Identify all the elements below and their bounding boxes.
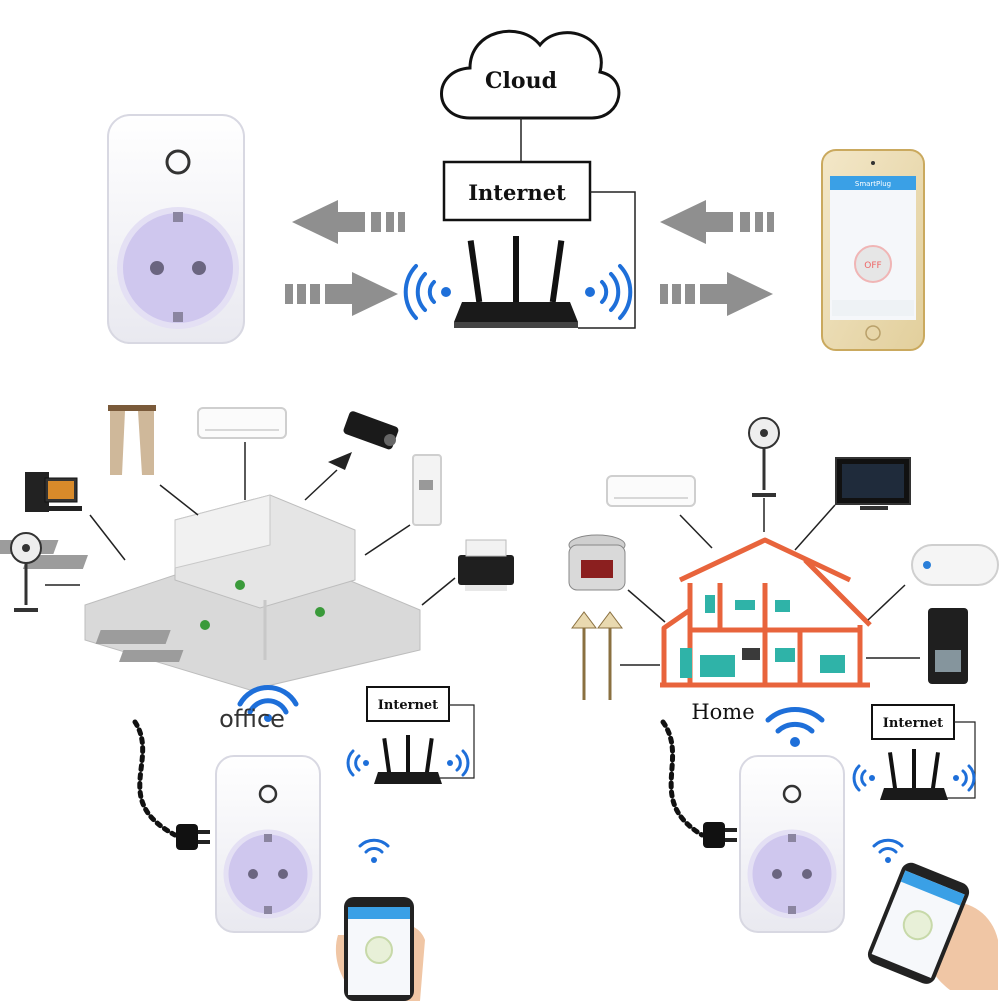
- internet-router-connector: [578, 191, 636, 329]
- water-dispenser-icon: [412, 454, 442, 526]
- wifi-home-plug-icon: [872, 838, 904, 863]
- smartphone-icon: [821, 149, 925, 351]
- pc-computer-icon: [25, 472, 82, 512]
- phone-off-button: OFF: [864, 261, 881, 271]
- router-icon: [454, 236, 578, 328]
- arrow-to-phone-icon: [660, 272, 773, 316]
- floor-lamp-icon: [571, 611, 623, 700]
- home-connector-lines: [620, 498, 920, 666]
- fan-office-icon: [10, 532, 42, 612]
- cloud-icon: [440, 29, 621, 120]
- cloud-label: Cloud: [485, 68, 557, 94]
- office-internet-connector: [440, 704, 475, 779]
- wifi-home-router-right-icon: [953, 764, 976, 792]
- internet-box-office: [366, 686, 450, 722]
- wifi-office-router-right-icon: [447, 749, 470, 777]
- internet-box: [442, 160, 592, 222]
- wifi-signal-left-icon: [403, 264, 451, 320]
- security-camera-icon: [328, 411, 399, 470]
- home-internet-connector: [946, 721, 976, 799]
- house-illustration: [660, 537, 872, 688]
- hand-phone-home-icon: [867, 862, 998, 990]
- wifi-signal-right-icon: [585, 264, 633, 320]
- air-conditioner-office-icon: [197, 407, 287, 439]
- wifi-office-icon: [237, 685, 299, 722]
- power-plug-home-icon: [703, 822, 737, 848]
- power-plug-office-icon: [176, 824, 210, 850]
- internet-label: Internet: [468, 180, 566, 205]
- phone-app-title: SmartPlug: [855, 180, 891, 188]
- wifi-office-plug-icon: [358, 838, 390, 863]
- router-office-icon: [374, 735, 442, 784]
- smart-plug-large-icon: [107, 114, 245, 344]
- wifi-home-icon: [765, 707, 825, 747]
- wifi-home-router-left-icon: [852, 764, 875, 792]
- water-heater-icon: [911, 544, 999, 586]
- internet-box-home: [871, 704, 955, 740]
- router-home-icon: [880, 749, 948, 800]
- office-label: office: [219, 705, 285, 733]
- power-cord-office-icon: [132, 719, 178, 838]
- smart-plug-office-icon: [215, 755, 321, 933]
- internet-office-label: Internet: [378, 698, 438, 713]
- hand-phone-office-icon: [335, 897, 425, 1001]
- home-label: Home: [691, 700, 754, 724]
- house-furniture: [680, 595, 845, 678]
- arrow-to-plug-icon: [292, 200, 405, 244]
- arrow-to-router-left-icon: [285, 272, 398, 316]
- internet-home-label: Internet: [883, 716, 943, 731]
- printer-icon: [458, 539, 514, 591]
- television-icon: [835, 457, 911, 510]
- wifi-office-router-left-icon: [346, 749, 369, 777]
- office-building-illustration: [0, 494, 421, 691]
- power-cord-home-icon: [660, 719, 705, 838]
- curtain-icon: [108, 405, 156, 475]
- fan-home-icon: [748, 417, 780, 497]
- rice-cooker-icon: [568, 534, 626, 591]
- air-conditioner-home-icon: [606, 475, 696, 507]
- office-connector-lines: [45, 442, 456, 606]
- coffee-maker-icon: [928, 608, 968, 684]
- arrow-to-router-right-icon: [660, 200, 774, 244]
- smart-plug-home-icon: [739, 755, 845, 933]
